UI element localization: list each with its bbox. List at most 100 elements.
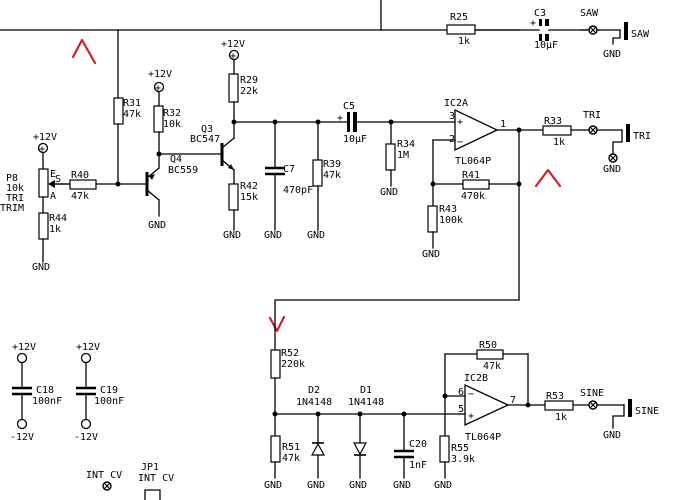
r42-value: 15k: [240, 192, 258, 203]
ic2b-minus-input: −: [468, 389, 474, 400]
r50-value: 47k: [483, 361, 501, 372]
r32-value: 10k: [163, 119, 181, 130]
q3-name: Q3: [201, 124, 213, 135]
q4-name: Q4: [170, 154, 182, 165]
p8-pin-e: E: [50, 169, 56, 180]
jp1-name: JP1: [141, 462, 159, 473]
r40-name: R40: [71, 170, 89, 181]
r31-value: 47k: [123, 109, 141, 120]
c19-m12v-label: -12V: [74, 432, 98, 443]
decoupling-section: +12V C18 100nF -12V +12V C19 100nF -12V: [10, 342, 124, 443]
r43-name: R43: [439, 204, 457, 215]
power-terminal-c19-pos: [80, 352, 92, 364]
gnd-saw: GND: [603, 49, 621, 60]
gnd-tri: GND: [603, 164, 621, 175]
resistor-r55: [439, 435, 450, 463]
gnd-r55: GND: [434, 480, 452, 491]
gnd-r34: GND: [380, 187, 398, 198]
d2-name: D2: [308, 385, 320, 396]
ic2b-name: IC2B: [464, 373, 488, 384]
c19-name: C19: [100, 385, 118, 396]
sine-shaper-section: R52 220k R51 47k GND D2 1N4148 GND D1 1N…: [264, 340, 659, 491]
c18-value: 100nF: [32, 396, 62, 407]
saw-output-section: R25 1k C3 + 10µF SAW SAW GND: [0, 0, 650, 60]
resistor-r42: [228, 183, 239, 211]
r52-name: R52: [281, 348, 299, 359]
r55-name: R55: [451, 443, 469, 454]
r40-value: 47k: [71, 191, 89, 202]
r44-name: R44: [49, 213, 67, 224]
ic2a-pin3: 3: [449, 111, 455, 122]
c18-m12v-label: -12V: [10, 432, 34, 443]
c7-value: 470pF: [283, 185, 313, 196]
tri-terminal-label: TRI: [583, 110, 601, 121]
p12v-trim-label: +12V: [33, 132, 57, 143]
r53-name: R53: [546, 391, 564, 402]
r53-value: 1k: [555, 412, 567, 423]
svg-text:+: +: [155, 83, 161, 94]
c3-value: 10µF: [534, 40, 558, 51]
r29-name: R29: [240, 75, 258, 86]
c18-p12v-label: +12V: [12, 342, 36, 353]
power-terminal-c19-neg: [80, 418, 92, 430]
resistor-r32: [153, 105, 164, 133]
ic2a-name: IC2A: [444, 98, 468, 109]
potentiometer-p8: [38, 168, 49, 198]
gnd-r51: GND: [264, 480, 282, 491]
int-cv-label: INT CV: [86, 470, 122, 481]
r33-name: R33: [544, 116, 562, 127]
c20-name: C20: [409, 439, 427, 450]
triangle-waveform-annotation: [534, 168, 562, 188]
resistor-r51: [270, 435, 281, 463]
p12v-q3-label: +12V: [221, 39, 245, 50]
gnd-c20: GND: [393, 480, 411, 491]
r50-name: R50: [479, 340, 497, 351]
sine-waveform-annotation: [268, 315, 286, 333]
r39-name: R39: [323, 159, 341, 170]
resistor-r43: [427, 205, 438, 233]
p8-pin-s: S: [55, 174, 61, 185]
r33-value: 1k: [553, 137, 565, 148]
gnd-r43: GND: [422, 249, 440, 260]
saw-terminal-label: SAW: [580, 8, 599, 19]
r25-value: 1k: [458, 36, 470, 47]
r41-name: R41: [462, 170, 480, 181]
ic2b-pin7: 7: [510, 395, 516, 406]
r44-value: 1k: [49, 224, 61, 235]
sine-terminal-label: SINE: [580, 388, 604, 399]
sine-jack-label: SINE: [635, 406, 659, 417]
power-terminal-c18-neg: [16, 418, 28, 430]
saw-waveform-annotation: [71, 38, 97, 65]
q4-type: BC559: [168, 165, 198, 176]
d1-type: 1N4148: [348, 397, 384, 408]
gnd-d1: GND: [349, 480, 367, 491]
saw-jack-label: SAW: [631, 29, 650, 40]
resistor-r44: [38, 212, 49, 240]
opamp-ic2a: [454, 108, 499, 152]
p8-desc-2: TRIM: [0, 203, 24, 214]
svg-text:+: +: [39, 144, 45, 155]
resistor-r31: [113, 97, 124, 125]
c5-value: 10µF: [343, 134, 367, 145]
tri-jack-label: TRI: [633, 131, 651, 142]
resistor-r33: [542, 125, 572, 136]
tri-jack-icon: [626, 124, 630, 142]
p8-name: P8: [6, 173, 18, 184]
r25-name: R25: [450, 12, 468, 23]
gnd-q4: GND: [148, 220, 166, 231]
p8-pin-a: A: [50, 191, 56, 202]
tri-trim-section: +12V + E A S P8 10k TRI TRIM R44 1k GND …: [0, 132, 97, 273]
svg-text:+: +: [230, 51, 236, 62]
r43-value: 100k: [439, 215, 463, 226]
r39-value: 47k: [323, 170, 341, 181]
gnd-r39: GND: [307, 230, 325, 241]
r42-name: R42: [240, 181, 258, 192]
resistor-r41: [462, 179, 490, 190]
ic2a-pin1: 1: [500, 119, 506, 130]
resistor-r40: [69, 179, 97, 190]
c19-p12v-label: +12V: [76, 342, 100, 353]
saw-jack-icon: [624, 22, 628, 40]
int-cv-section: INT CV JP1 INT CV: [86, 462, 174, 500]
p8-desc-1: TRI: [6, 193, 24, 204]
r55-value: 3.9k: [451, 454, 475, 465]
